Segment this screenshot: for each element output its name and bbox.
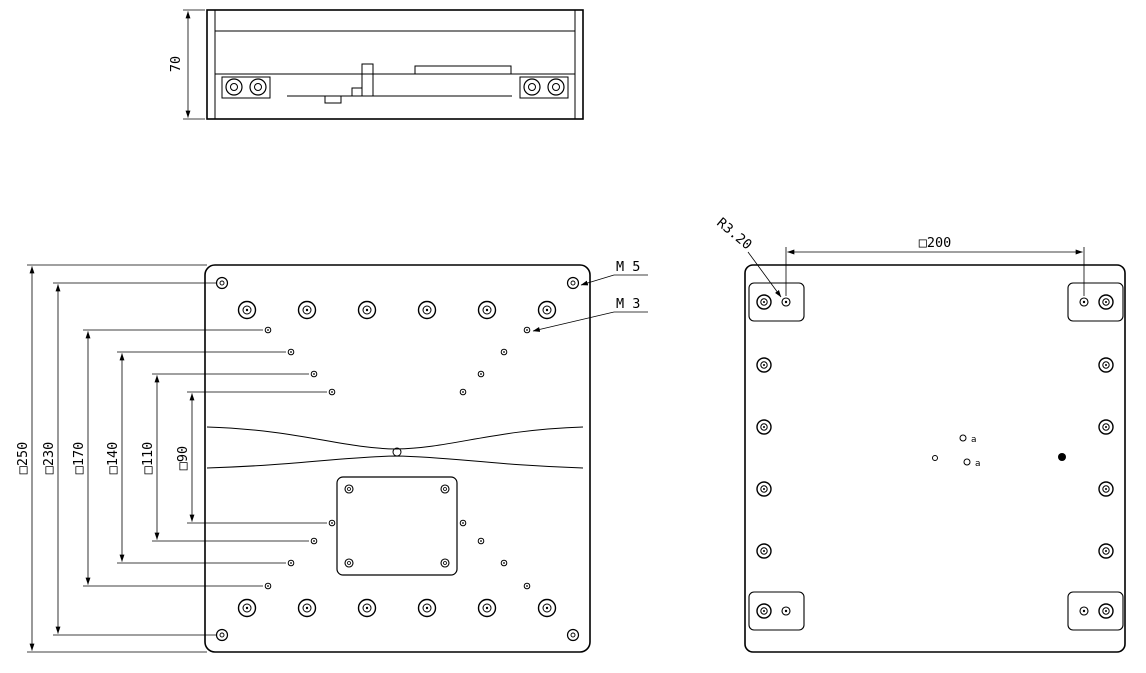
center-plug-hole	[1058, 453, 1066, 461]
switch-block	[351, 87, 363, 97]
hole-label-a: a	[971, 435, 977, 445]
flexure-curve-top	[206, 426, 584, 450]
plan-view	[204, 264, 591, 653]
dim-label-250: □250	[15, 442, 31, 475]
leader-line	[532, 311, 615, 332]
leader-line	[580, 274, 615, 286]
thread-callout-m3: M 3	[532, 296, 648, 332]
side-view-outline	[206, 9, 584, 120]
dim-label-200: □200	[919, 235, 952, 251]
leader-line	[747, 251, 782, 298]
center-pivot-hole	[392, 447, 402, 457]
side-view	[206, 9, 584, 120]
side-height-dimension: 70	[168, 9, 205, 120]
center-hole-a	[959, 434, 967, 442]
plan-dimensions: □250 □230 □170 □140 □110 □90	[15, 264, 327, 653]
hole-label-a: a	[975, 459, 981, 469]
right-bearing-housing	[519, 76, 569, 99]
dim-label-230: □230	[41, 442, 57, 475]
dim-label-170: □170	[71, 442, 87, 475]
center-table-outline	[336, 476, 458, 576]
mount-plate-outline	[744, 264, 1126, 653]
mechanism-plate	[414, 65, 512, 75]
plan-plate-outline	[204, 264, 591, 653]
center-hole-a	[963, 458, 971, 466]
corner-pocket	[1067, 282, 1124, 322]
thread-callout-m5: M 5	[580, 259, 648, 286]
dim-label-height: 70	[168, 56, 184, 72]
dim-label-110: □110	[140, 442, 156, 475]
stop-tab	[324, 95, 342, 104]
corner-pocket	[748, 282, 805, 322]
callout-label-m5: M 5	[616, 259, 640, 275]
left-bearing-housing	[221, 76, 271, 99]
callout-label-m3: M 3	[616, 296, 640, 312]
mount-view: a a	[744, 264, 1126, 653]
corner-pocket	[748, 591, 805, 631]
corner-pocket	[1067, 591, 1124, 631]
dim-label-90: □90	[175, 446, 191, 470]
center-pin-hole	[932, 455, 938, 461]
mount-width-dimension: □200	[785, 235, 1085, 296]
dim-label-140: □140	[105, 442, 121, 475]
actuator-block	[361, 63, 374, 97]
